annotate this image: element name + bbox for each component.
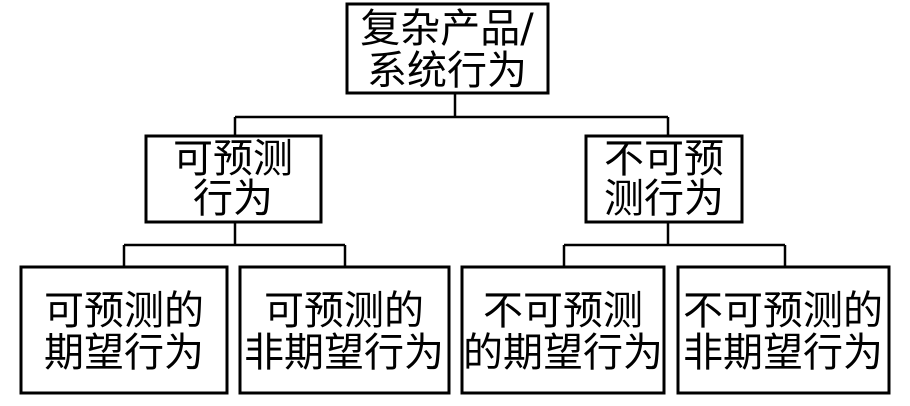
leaf-unpredictable-expected-line2: 的期望行为 — [463, 330, 663, 376]
predictable-node-line1: 可预测 — [173, 136, 293, 182]
predictable-node-box — [144, 134, 323, 224]
leaf-predictable-expected: 可预测的 期望行为 — [19, 265, 229, 395]
connectors — [122, 93, 787, 267]
leaf-unpredictable-unexpected-line1: 不可预测的 — [683, 288, 883, 334]
predictable-node: 可预测 行为 — [144, 134, 323, 224]
leaf-predictable-expected-box — [19, 265, 229, 395]
unpredictable-node-line2: 测行为 — [604, 176, 724, 222]
leaf-unpredictable-unexpected: 不可预测的 非期望行为 — [676, 265, 891, 395]
leaf-predictable-expected-line1: 可预测的 — [44, 288, 204, 334]
root-node-line2: 系统行为 — [367, 48, 527, 94]
leaf-predictable-unexpected-line1: 可预测的 — [264, 288, 424, 334]
unpredictable-node: 不可预 测行为 — [584, 134, 744, 224]
leaf-unpredictable-unexpected-line2: 非期望行为 — [683, 330, 883, 376]
unpredictable-node-box — [584, 134, 744, 224]
leaf-predictable-expected-line2: 期望行为 — [44, 330, 204, 376]
root-node-line1: 复杂产品/ — [360, 6, 534, 52]
root-node-box — [345, 2, 550, 95]
leaf-unpredictable-expected-line1: 不可预测 — [483, 288, 643, 334]
leaf-unpredictable-unexpected-box — [676, 265, 891, 395]
leaf-predictable-unexpected: 可预测的 非期望行为 — [238, 265, 451, 395]
leaf-predictable-unexpected-box — [238, 265, 451, 395]
predictable-node-line2: 行为 — [193, 176, 273, 222]
leaf-unpredictable-expected-box — [460, 265, 666, 395]
root-node: 复杂产品/ 系统行为 — [345, 2, 550, 95]
leaf-predictable-unexpected-line2: 非期望行为 — [244, 330, 444, 376]
leaf-unpredictable-expected: 不可预测 的期望行为 — [460, 265, 666, 395]
unpredictable-node-line1: 不可预 — [604, 136, 724, 182]
